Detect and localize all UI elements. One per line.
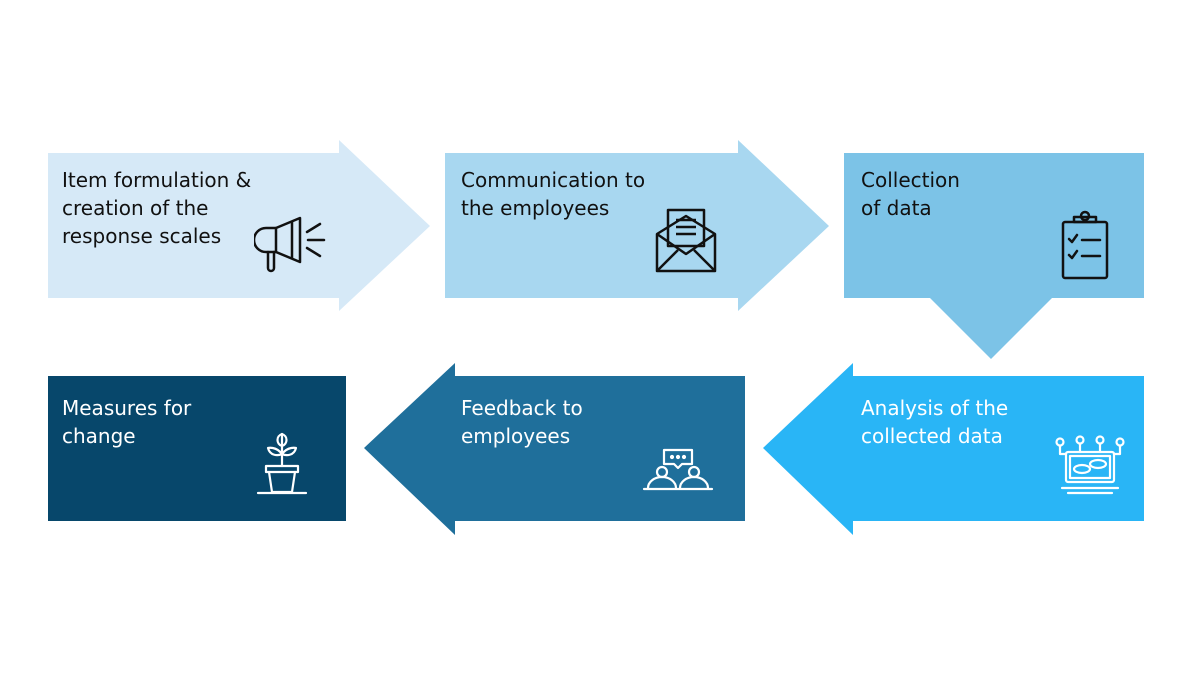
megaphone-icon [254, 216, 326, 273]
data-analysis-icon [1055, 435, 1125, 495]
step-5-label: Feedback to employees [461, 396, 583, 448]
clipboard-checklist-icon [1061, 210, 1109, 280]
step-4-label: Analysis of the collected data [861, 396, 1009, 448]
step-3-label: Collection of data [861, 168, 960, 220]
step-1-arrow-shape [48, 140, 430, 311]
people-chat-icon [642, 448, 714, 491]
step-5-arrow-shape [364, 363, 745, 535]
step-4-arrow-shape [763, 363, 1144, 535]
step-6-label: Measures for change [62, 396, 192, 448]
envelope-letter-icon [655, 208, 717, 273]
step-3-arrow-shape [844, 153, 1144, 359]
step-2-label: Communication to the employees [461, 168, 646, 220]
step-1-label: Item formulation & creation of the respo… [62, 168, 252, 248]
plant-pot-icon [256, 432, 308, 495]
step-2-arrow-shape [445, 140, 829, 311]
